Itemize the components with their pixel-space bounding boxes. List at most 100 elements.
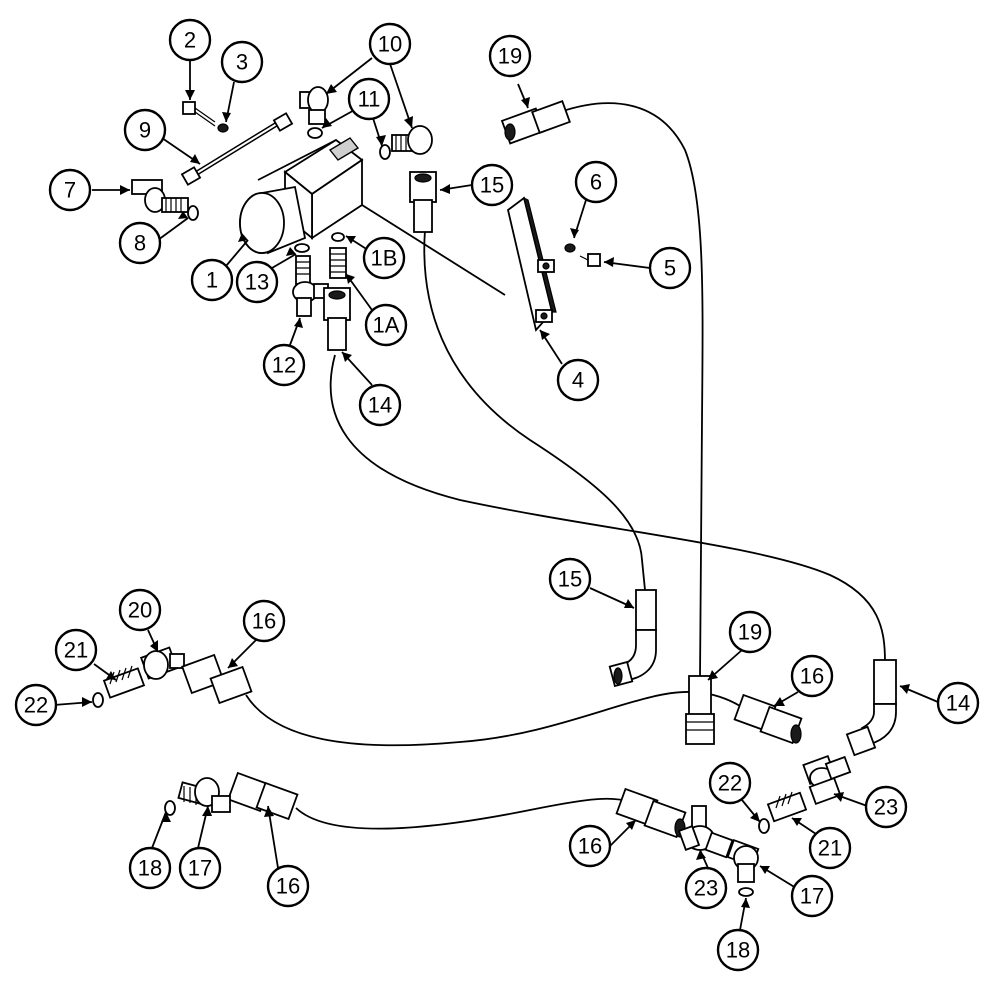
o-ring-10: [379, 144, 391, 160]
adapter-21-right: [766, 791, 808, 823]
o-ring-18-left: [164, 800, 176, 816]
tee-fitting-12: [292, 255, 329, 317]
elbow-10-left: [299, 86, 329, 125]
hose-15: [423, 229, 646, 591]
svg-text:19: 19: [498, 44, 522, 69]
fitting-19-top: [500, 100, 571, 145]
elbow-10-right: [391, 125, 433, 155]
svg-text:17: 17: [800, 884, 824, 909]
callout-22-left: 22: [14, 683, 58, 727]
svg-text:12: 12: [272, 353, 296, 378]
hose-16-upper: [245, 691, 741, 747]
svg-text:13: 13: [245, 270, 269, 295]
fitting-16-lower-right: [615, 787, 687, 839]
fitting-16-upper-left: [181, 653, 253, 705]
callout-8: 8: [118, 221, 162, 265]
svg-text:19: 19: [738, 620, 762, 645]
fitting-14-top: [323, 287, 351, 351]
hose-14: [329, 354, 886, 663]
callout-19-lower: 19: [728, 610, 772, 654]
elbow-17-right: [726, 838, 760, 883]
callout-23-right: 23: [864, 785, 908, 829]
callout-18-left: 18: [128, 846, 172, 890]
svg-text:15: 15: [558, 567, 582, 592]
svg-text:16: 16: [276, 874, 300, 899]
callout-10: 10: [368, 22, 412, 66]
callout-11: 11: [347, 77, 391, 121]
tee-23-lower: [677, 805, 734, 859]
svg-text:16: 16: [578, 834, 602, 859]
callout-20: 20: [118, 588, 162, 632]
svg-text:17: 17: [188, 856, 212, 881]
svg-text:3: 3: [236, 50, 248, 75]
svg-text:9: 9: [139, 118, 151, 143]
svg-text:20: 20: [128, 598, 152, 623]
svg-text:1B: 1B: [371, 246, 398, 271]
svg-text:22: 22: [24, 693, 48, 718]
callout-4: 4: [556, 358, 600, 402]
callout-2: 2: [168, 18, 212, 62]
arrowheads: [82, 84, 910, 908]
o-ring-8: [187, 205, 199, 221]
fitting-14-lower: [845, 659, 897, 757]
callout-3: 3: [220, 40, 264, 84]
svg-text:21: 21: [818, 836, 842, 861]
callout-9: 9: [123, 108, 167, 152]
o-ring-22-left: [92, 692, 104, 708]
fitting-19-lower: [685, 675, 715, 745]
callout-1b: 1B: [362, 236, 406, 280]
hose-19: [559, 102, 704, 679]
callout-12: 12: [262, 343, 306, 387]
tee-fitting-7: [131, 179, 189, 213]
svg-text:18: 18: [138, 856, 162, 881]
elbow-20: [139, 646, 185, 680]
callout-14-lower: 14: [936, 681, 980, 725]
tee-23-right: [802, 755, 852, 806]
fitting-16-right: [733, 693, 803, 745]
washer-6: [564, 243, 576, 253]
bracket-4: [506, 196, 557, 332]
adapter-1a: [329, 247, 347, 279]
callout-6: 6: [574, 160, 618, 204]
callout-21-right: 21: [808, 826, 852, 870]
fitting-15-lower: [608, 589, 657, 688]
callout-16-lower-right: 16: [568, 824, 612, 868]
o-ring-13: [294, 243, 310, 253]
svg-text:23: 23: [874, 795, 898, 820]
callout-18-right: 18: [716, 928, 760, 972]
callout-23-lower: 23: [684, 866, 728, 910]
svg-text:5: 5: [664, 256, 676, 281]
callout-7: 7: [48, 168, 92, 212]
washer-3: [217, 123, 229, 133]
callout-15-top: 15: [470, 163, 514, 207]
callout-16-upper-left: 16: [242, 599, 286, 643]
svg-text:15: 15: [480, 173, 504, 198]
callout-22-right: 22: [708, 761, 752, 805]
svg-text:16: 16: [252, 609, 276, 634]
svg-text:21: 21: [64, 638, 88, 663]
callout-21-left: 21: [54, 628, 98, 672]
svg-text:23: 23: [694, 876, 718, 901]
callout-5: 5: [648, 246, 692, 290]
svg-text:1: 1: [206, 268, 218, 293]
o-ring-1b: [331, 232, 345, 242]
svg-text:6: 6: [590, 170, 602, 195]
svg-text:1A: 1A: [373, 313, 400, 338]
parts: [92, 86, 897, 897]
screw-5: [579, 253, 601, 267]
callout-17-left: 17: [178, 846, 222, 890]
fitting-15-top: [409, 171, 437, 233]
svg-text:7: 7: [64, 178, 76, 203]
svg-text:2: 2: [184, 28, 196, 53]
solenoid-valve: [239, 137, 506, 296]
adapter-21-left: [102, 665, 146, 699]
callout-13: 13: [235, 260, 279, 304]
callout-16-right: 16: [790, 654, 834, 698]
svg-text:14: 14: [368, 393, 392, 418]
callouts: 2 3 10 11 19 9 7 15 6 8 1 1B 5 13 1A 12 …: [14, 18, 980, 972]
callout-14-top: 14: [358, 383, 402, 427]
callout-19-top: 19: [488, 34, 532, 78]
callout-1a: 1A: [364, 303, 408, 347]
